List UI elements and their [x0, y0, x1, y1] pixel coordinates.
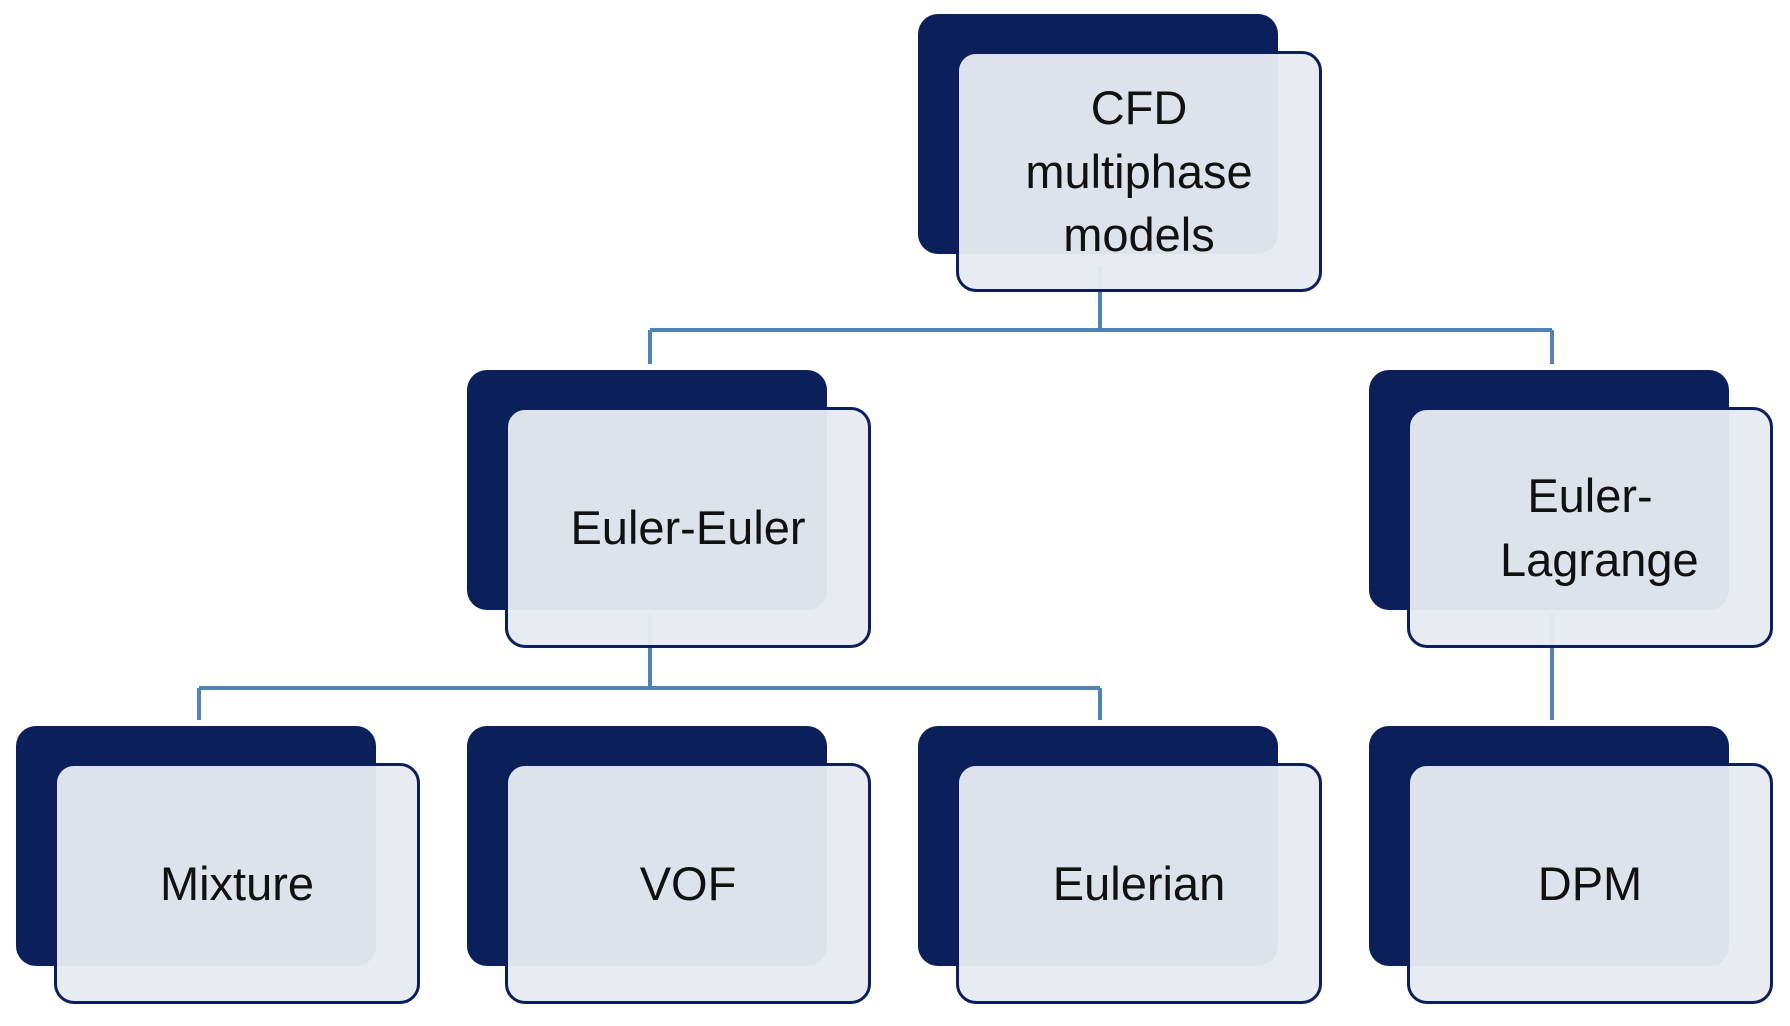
node-eulerian-card: Eulerian: [956, 763, 1322, 1004]
node-vof-card: VOF: [505, 763, 871, 1004]
node-root-label: CFD multiphase models: [1025, 81, 1253, 262]
node-root: CFD multiphase models: [918, 14, 1338, 294]
node-eulerian-label: Eulerian: [1052, 856, 1226, 910]
node-euler-euler-card: Euler-Euler: [505, 407, 871, 648]
node-root-card: CFD multiphase models: [956, 51, 1322, 292]
node-dpm: DPM: [1369, 726, 1789, 1006]
node-euler-lagrange: Euler-Lagrange: [1369, 370, 1789, 650]
node-dpm-label: DPM: [1537, 856, 1643, 910]
node-mixture-label: Mixture: [159, 856, 315, 910]
node-mixture-card: Mixture: [54, 763, 420, 1004]
node-eulerian: Eulerian: [918, 726, 1338, 1006]
node-euler-lagrange-label: Euler-Lagrange: [1500, 469, 1699, 586]
node-euler-lagrange-card: Euler-Lagrange: [1407, 407, 1773, 648]
node-dpm-card: DPM: [1407, 763, 1773, 1004]
node-vof-label: VOF: [639, 856, 737, 910]
node-euler-euler-label: Euler-Euler: [570, 500, 806, 554]
node-mixture: Mixture: [16, 726, 436, 1006]
node-vof: VOF: [467, 726, 887, 1006]
node-euler-euler: Euler-Euler: [467, 370, 887, 650]
